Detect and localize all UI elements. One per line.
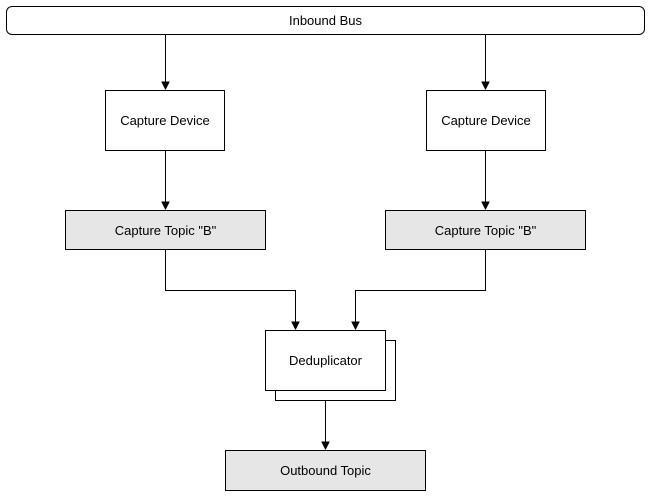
edge-device-left-to-topic-left [161,151,170,211]
deduplicator-node: Deduplicator [265,330,386,391]
capture-topic-right-node: Capture Topic "B" [385,210,586,250]
capture-topic-left-label: Capture Topic "B" [114,222,217,238]
capture-device-left-node: Capture Device [105,90,225,151]
edge-topic-right-to-deduplicator [351,250,486,331]
edge-topic-left-to-deduplicator [165,250,300,331]
capture-topic-left-node: Capture Topic "B" [65,210,266,250]
edge-bus-to-device-right [481,35,490,91]
outbound-topic-node: Outbound Topic [225,450,426,491]
deduplicator-label: Deduplicator [289,353,362,368]
edge-bus-to-device-left [161,35,170,91]
edge-device-right-to-topic-right [481,151,490,211]
inbound-bus-label: Inbound Bus [288,13,362,28]
capture-device-right-node: Capture Device [426,90,546,151]
capture-device-right-label: Capture Device [441,113,531,128]
edge-deduplicator-to-outbound-topic [321,401,330,451]
capture-device-left-label: Capture Device [120,113,210,128]
inbound-bus-node: Inbound Bus [6,6,645,35]
capture-topic-right-label: Capture Topic "B" [434,222,537,238]
outbound-topic-label: Outbound Topic [280,463,371,478]
